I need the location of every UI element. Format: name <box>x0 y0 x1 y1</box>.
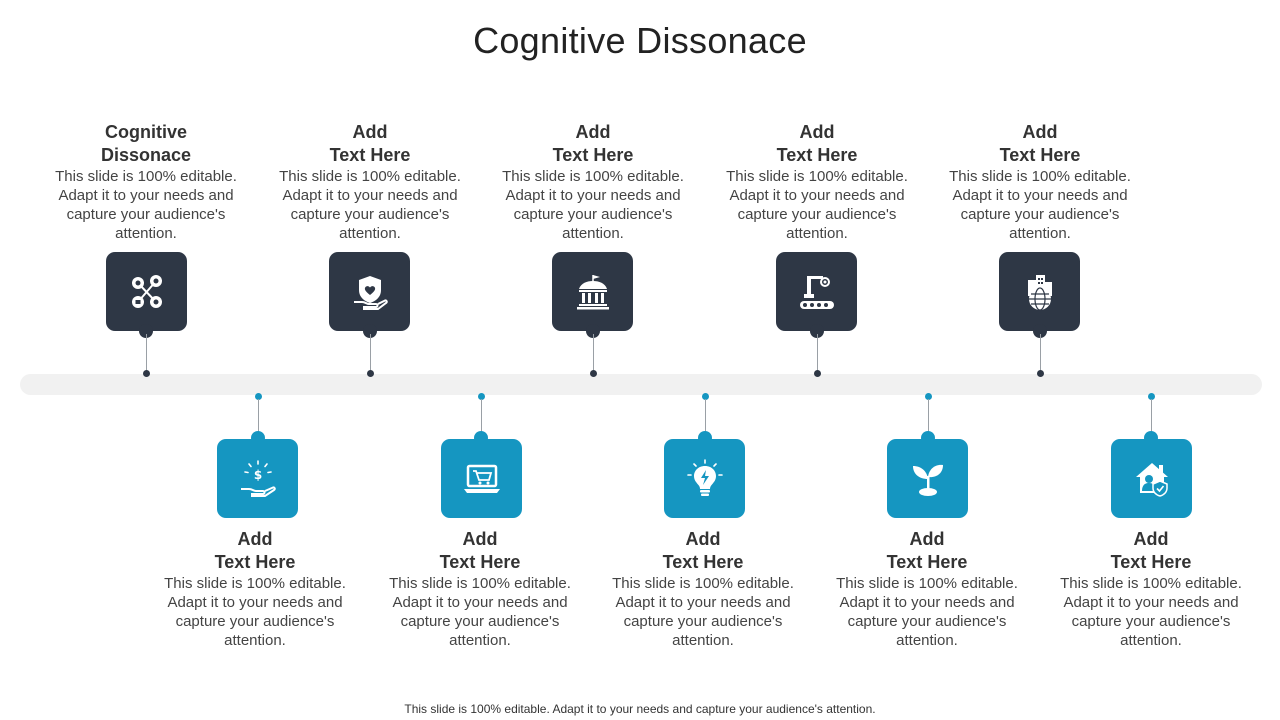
connector-line <box>1040 334 1041 372</box>
timeline-dot <box>255 393 262 400</box>
connector-line <box>705 399 706 433</box>
slide-title: Cognitive Dissonace <box>473 20 807 61</box>
item-heading: Add Text Here <box>662 529 744 572</box>
item-heading: Add Text Here <box>329 122 411 165</box>
timeline-dot <box>1037 370 1044 377</box>
timeline-dot <box>478 393 485 400</box>
top-item-3: Add Text Here This slide is 100% editabl… <box>493 121 693 243</box>
item-heading: Add Text Here <box>886 529 968 572</box>
home-security-icon <box>1111 439 1192 518</box>
item-heading: Add Text Here <box>776 122 858 165</box>
item-heading: Add Text Here <box>439 529 521 572</box>
timeline-dot <box>590 370 597 377</box>
timeline-dot <box>143 370 150 377</box>
bottom-item-2: Add Text Here This slide is 100% editabl… <box>380 528 580 650</box>
connector-line <box>593 334 594 372</box>
network-people-icon <box>106 252 187 331</box>
connector-line <box>817 334 818 372</box>
top-item-1: Cognitive Dissonace This slide is 100% e… <box>46 121 246 243</box>
connector-knob <box>810 324 824 338</box>
connector-knob <box>1033 324 1047 338</box>
item-description: This slide is 100% editable. Adapt it to… <box>726 168 908 242</box>
laptop-cart-icon <box>441 439 522 518</box>
item-heading: Add Text Here <box>552 122 634 165</box>
item-description: This slide is 100% editable. Adapt it to… <box>949 168 1131 242</box>
item-description: This slide is 100% editable. Adapt it to… <box>612 575 794 649</box>
timeline-dot <box>367 370 374 377</box>
top-item-5: Add Text Here This slide is 100% editabl… <box>940 121 1140 243</box>
svg-text:$: $ <box>253 468 261 482</box>
item-heading: Cognitive Dissonace <box>100 122 192 165</box>
connector-knob <box>363 324 377 338</box>
factory-conveyor-icon <box>776 252 857 331</box>
bottom-item-4: Add Text Here This slide is 100% editabl… <box>827 528 1027 650</box>
connector-line <box>928 399 929 433</box>
item-description: This slide is 100% editable. Adapt it to… <box>836 575 1018 649</box>
connector-knob <box>139 324 153 338</box>
hand-money-icon: $ <box>217 439 298 518</box>
item-heading: Add Text Here <box>1110 529 1192 572</box>
timeline-dot <box>702 393 709 400</box>
top-item-2: Add Text Here This slide is 100% editabl… <box>270 121 470 243</box>
hand-shield-heart-icon <box>329 252 410 331</box>
bottom-item-1: Add Text Here This slide is 100% editabl… <box>155 528 355 650</box>
item-description: This slide is 100% editable. Adapt it to… <box>279 168 461 242</box>
item-description: This slide is 100% editable. Adapt it to… <box>502 168 684 242</box>
item-description: This slide is 100% editable. Adapt it to… <box>55 168 237 242</box>
timeline-dot <box>1148 393 1155 400</box>
timeline-track <box>20 374 1262 395</box>
footer-note: This slide is 100% editable. Adapt it to… <box>404 702 876 716</box>
top-item-4: Add Text Here This slide is 100% editabl… <box>717 121 917 243</box>
item-heading: Add Text Here <box>999 122 1081 165</box>
city-globe-icon <box>999 252 1080 331</box>
timeline-dot <box>814 370 821 377</box>
lightbulb-icon <box>664 439 745 518</box>
bottom-item-5: Add Text Here This slide is 100% editabl… <box>1051 528 1251 650</box>
connector-knob <box>586 324 600 338</box>
connector-line <box>258 399 259 433</box>
connector-line <box>1151 399 1152 433</box>
item-description: This slide is 100% editable. Adapt it to… <box>164 575 346 649</box>
government-building-icon <box>552 252 633 331</box>
timeline-dot <box>925 393 932 400</box>
connector-line <box>146 334 147 372</box>
connector-line <box>481 399 482 433</box>
bottom-item-3: Add Text Here This slide is 100% editabl… <box>603 528 803 650</box>
plant-sprout-icon <box>887 439 968 518</box>
item-description: This slide is 100% editable. Adapt it to… <box>1060 575 1242 649</box>
connector-line <box>370 334 371 372</box>
item-heading: Add Text Here <box>214 529 296 572</box>
item-description: This slide is 100% editable. Adapt it to… <box>389 575 571 649</box>
